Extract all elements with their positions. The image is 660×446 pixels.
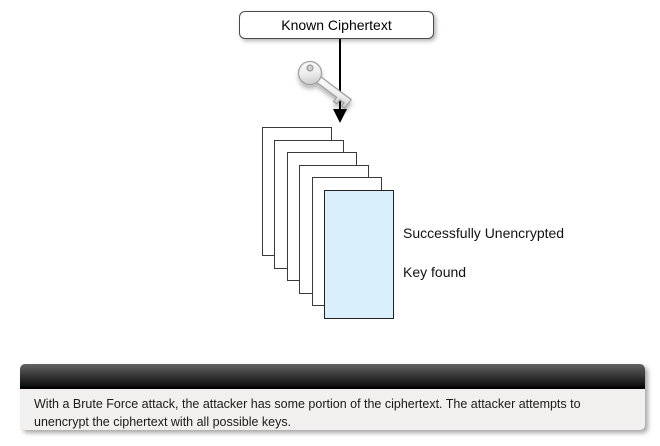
down-arrow-line — [339, 39, 341, 110]
down-arrow-icon — [333, 109, 347, 123]
key-found-label: Key found — [403, 264, 467, 280]
caption-panel: With a Brute Force attack, the attacker … — [20, 364, 645, 430]
known-ciphertext-label: Known Ciphertext — [281, 17, 392, 33]
key-icon — [297, 60, 353, 110]
known-ciphertext-box: Known Ciphertext — [239, 11, 434, 39]
caption-header-bar — [20, 364, 645, 389]
success-label: Successfully Unencrypted — [403, 225, 565, 241]
caption-line-2: unencrypt the ciphertext with all possib… — [34, 415, 292, 429]
caption-line-1: With a Brute Force attack, the attacker … — [34, 397, 581, 411]
caption-text: With a Brute Force attack, the attacker … — [20, 389, 645, 430]
highlighted-page — [324, 190, 394, 319]
